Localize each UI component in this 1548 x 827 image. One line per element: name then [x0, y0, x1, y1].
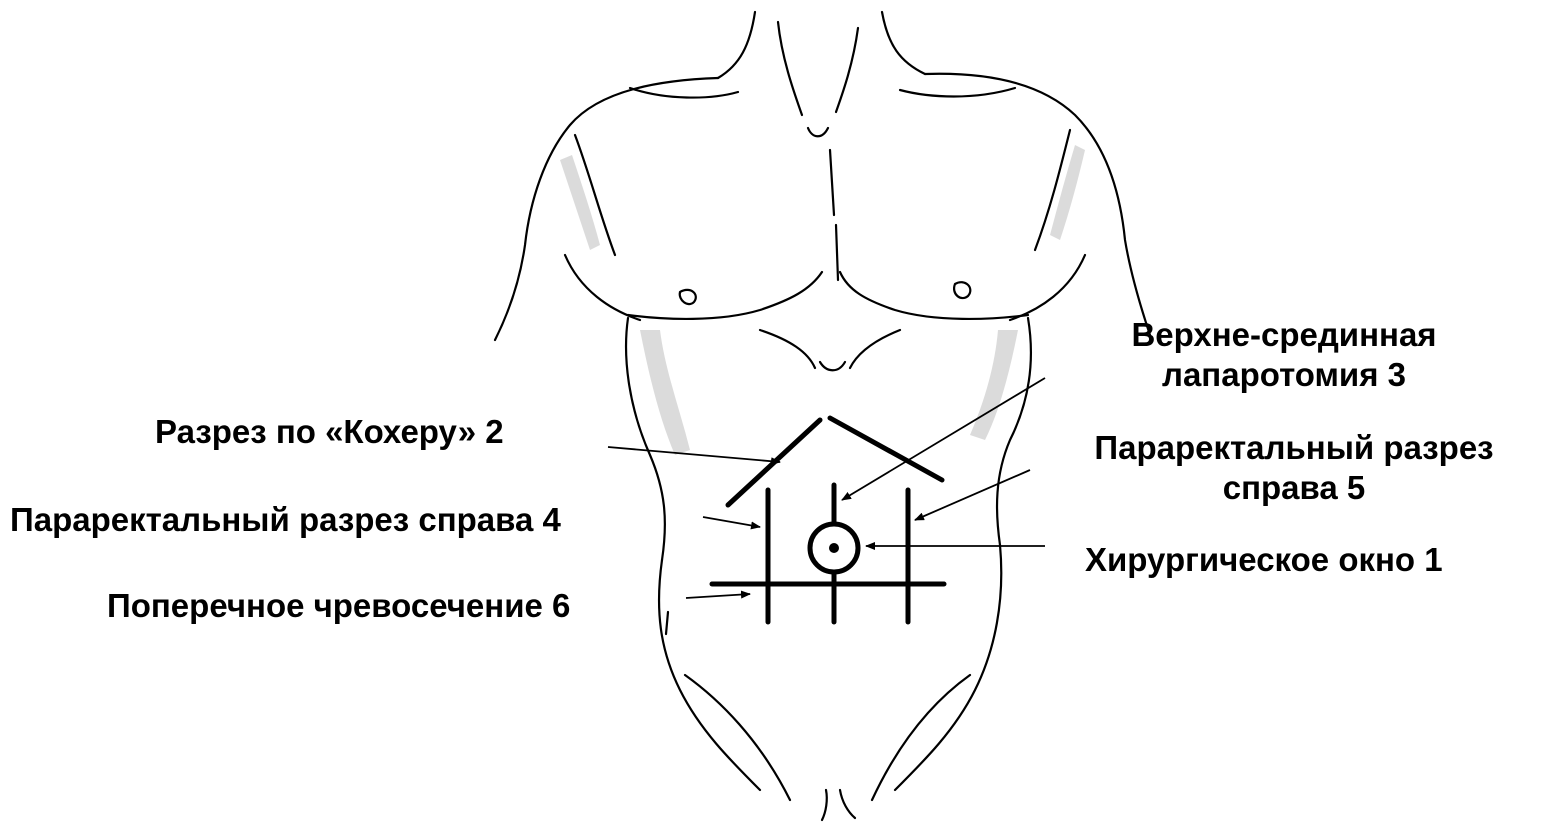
label-upper-midline-line1: Верхне-срединная: [1131, 315, 1436, 355]
label-upper-midline: Верхне-срединная лапаротомия 3: [1131, 315, 1436, 395]
left-nipple: [680, 290, 696, 304]
neck-left-outline: [718, 12, 755, 78]
left-small-mark: [666, 612, 668, 634]
neck-right-outline: [882, 12, 925, 74]
left-inguinal-fold: [685, 675, 790, 800]
surgical-window-dot: [829, 543, 839, 553]
sternocleido-left: [778, 22, 802, 115]
shading: [560, 145, 1085, 455]
jugular-notch: [808, 128, 828, 136]
left-armpit: [565, 255, 640, 320]
costal-arch-right: [850, 330, 900, 368]
xiphoid: [820, 362, 845, 370]
sternum-line: [830, 150, 838, 280]
right-clavicle: [900, 88, 1015, 97]
right-inguinal-fold: [872, 675, 970, 800]
right-armpit: [1010, 255, 1085, 320]
label-pararectal-5-line1: Параректальный разрез: [1094, 428, 1493, 468]
label-surgical-window: Хирургическое окно 1: [1085, 540, 1443, 580]
arrow-pararectal-5: [915, 470, 1030, 520]
label-pararectal-5-line2: справа 5: [1094, 468, 1493, 508]
costal-arch-left: [760, 330, 815, 368]
kocher-incision-left: [728, 420, 820, 505]
left-shoulder-outline: [495, 78, 718, 340]
right-pectoral: [840, 272, 1028, 319]
arrow-kocher: [608, 447, 780, 462]
label-kocher: Разрез по «Кохеру» 2: [155, 412, 504, 452]
sternocleido-right: [836, 28, 858, 112]
right-nipple: [954, 282, 970, 298]
left-pectoral: [628, 272, 822, 319]
label-upper-midline-line2: лапаротомия 3: [1131, 355, 1436, 395]
left-clavicle: [630, 88, 738, 98]
label-transverse: Поперечное чревосечение 6: [107, 586, 570, 626]
arrow-pararectal-4: [703, 517, 760, 527]
arrow-transverse: [686, 594, 750, 598]
pubic-mark: [822, 790, 855, 820]
label-pararectal-4: Параректальный разрез справа 4: [10, 500, 561, 540]
label-pararectal-5: Параректальный разрез справа 5: [1094, 428, 1493, 508]
